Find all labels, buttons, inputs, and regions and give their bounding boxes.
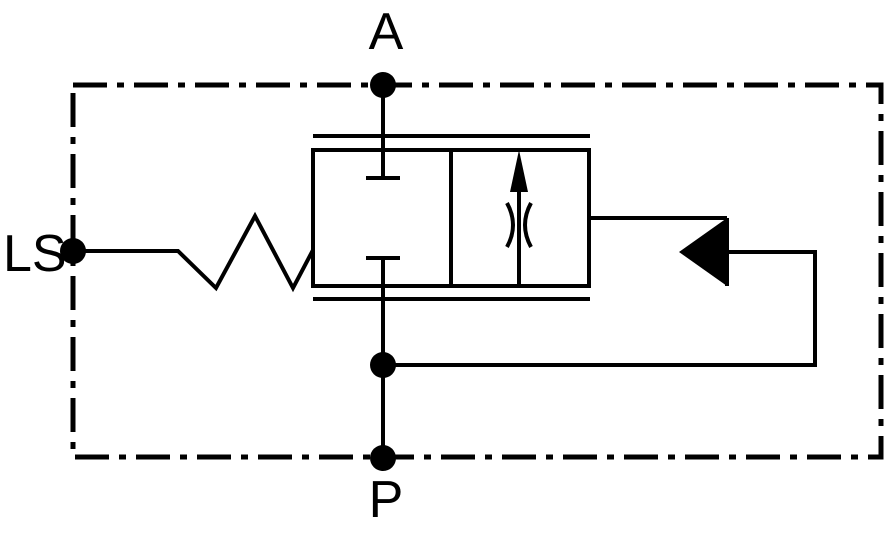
junction-dot (370, 352, 396, 378)
port-a-label: A (369, 3, 404, 61)
flow-arrow-icon (510, 150, 528, 192)
port-ls-dot (60, 238, 86, 264)
pilot-line (383, 250, 817, 367)
port-p-dot (370, 445, 396, 471)
enclosure-boundary (70, 82, 884, 460)
port-p-label: P (369, 471, 404, 529)
port-a-dot (370, 72, 396, 98)
throttle-restrictor-icon (505, 202, 533, 248)
spring-icon (73, 211, 315, 293)
port-ls-label: LS (3, 225, 67, 283)
pilot-triangle-icon (679, 218, 727, 286)
